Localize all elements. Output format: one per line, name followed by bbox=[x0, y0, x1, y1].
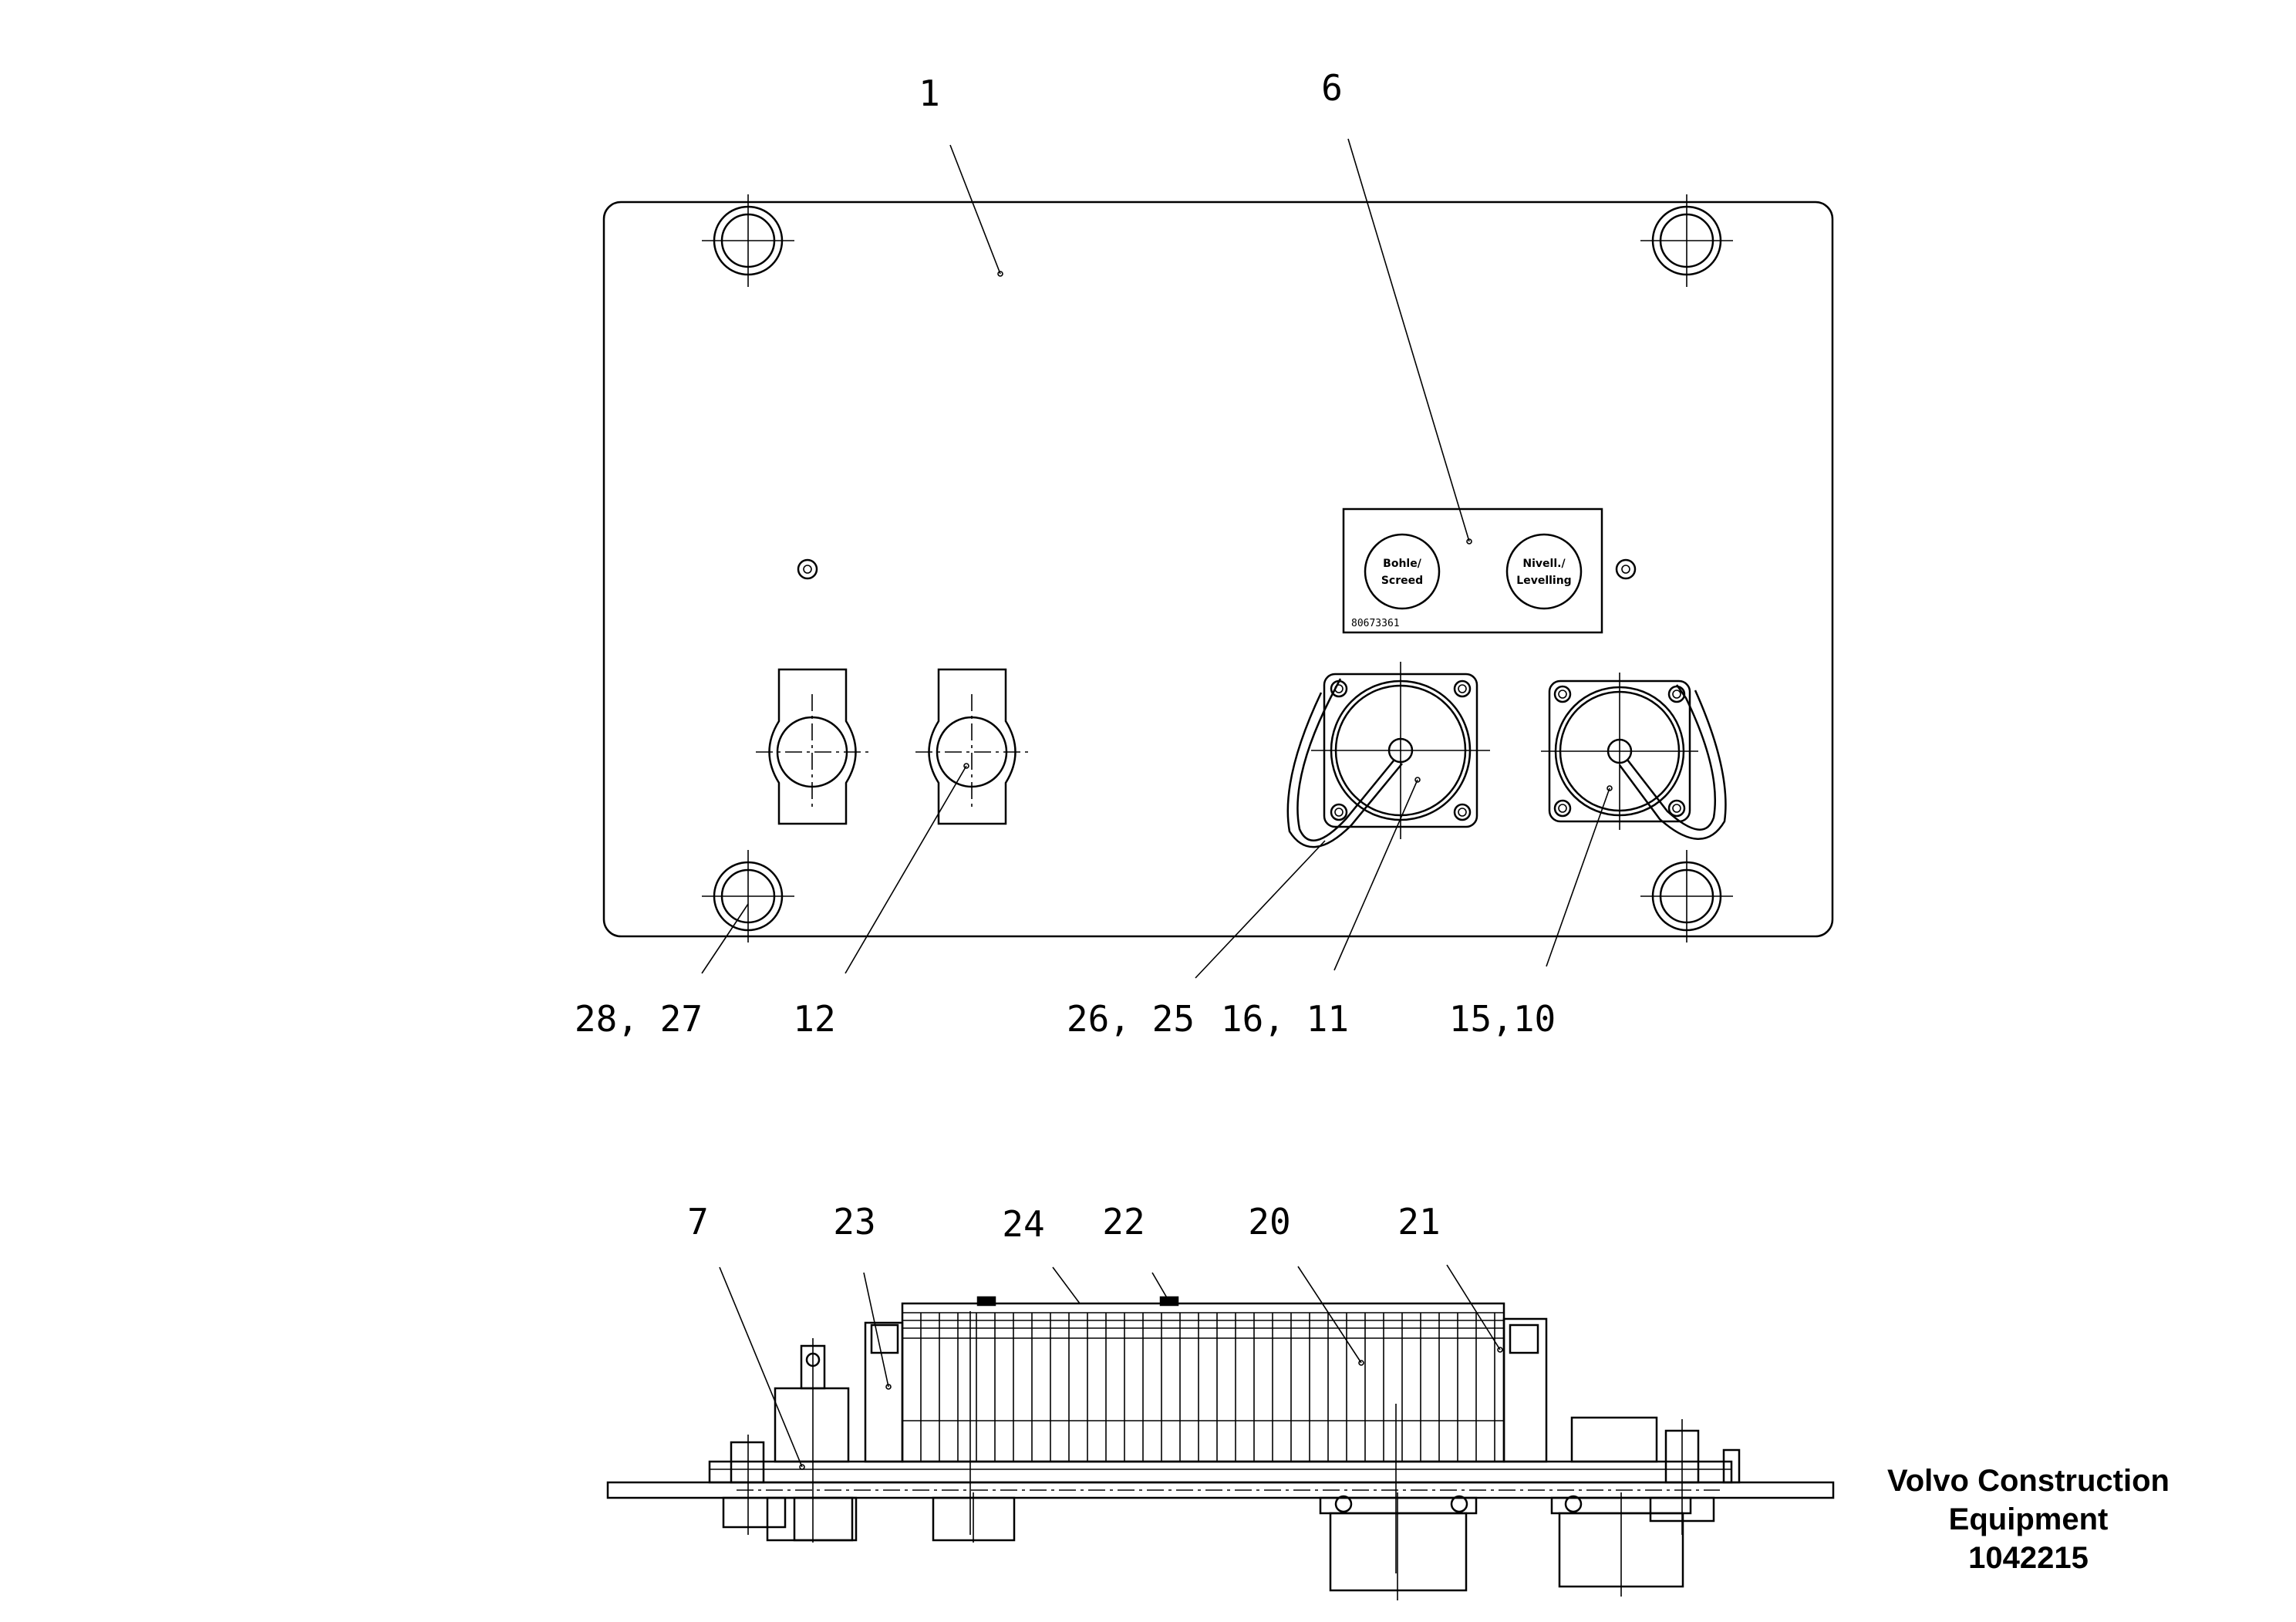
mounting-hole-top-right bbox=[1640, 194, 1733, 287]
side-rotary-switch bbox=[932, 1492, 1016, 1543]
mounting-hole-bottom-left bbox=[702, 850, 794, 943]
relay-component bbox=[766, 1338, 858, 1543]
callout-26-25: 26, 25 bbox=[1067, 998, 1195, 1040]
switch-plate: Bohle/ Screed Nivell./ Levelling 8067336… bbox=[1342, 508, 1603, 634]
caption-drawing-number: 1042215 bbox=[1968, 1541, 2089, 1575]
levelling-switch-label-1: Nivell./ bbox=[1522, 558, 1566, 570]
callout-28-27: 28, 27 bbox=[575, 998, 703, 1040]
screed-switch bbox=[1364, 533, 1441, 610]
callout-12: 12 bbox=[793, 998, 835, 1040]
rotary-switch-left bbox=[756, 668, 868, 825]
callout-23: 23 bbox=[833, 1201, 875, 1243]
mounting-hole-top-left bbox=[702, 194, 794, 287]
caption-equipment: Equipment bbox=[1948, 1502, 2109, 1536]
screed-switch-label-1: Bohle/ bbox=[1383, 558, 1422, 570]
callout-7: 7 bbox=[687, 1201, 709, 1243]
levelling-switch bbox=[1505, 533, 1583, 610]
side-bolt-left bbox=[722, 1435, 787, 1535]
callout-20: 20 bbox=[1248, 1201, 1290, 1243]
callout-24: 24 bbox=[1002, 1203, 1044, 1245]
mounting-hole-bottom-right bbox=[1640, 850, 1733, 943]
screed-switch-label-2: Screed bbox=[1381, 575, 1423, 587]
leader-lines-side bbox=[719, 1264, 1501, 1468]
rotary-switch-right bbox=[915, 668, 1028, 825]
levelling-switch-label-2: Levelling bbox=[1516, 575, 1571, 587]
switch-plate-part-number: 80673361 bbox=[1351, 618, 1400, 629]
small-screw-right bbox=[1615, 558, 1637, 580]
callout-6: 6 bbox=[1321, 67, 1343, 109]
side-connector-left bbox=[1319, 1492, 1478, 1600]
connector-socket-left bbox=[1286, 662, 1490, 848]
callout-1: 1 bbox=[919, 73, 940, 114]
terminal-dividers bbox=[920, 1313, 1495, 1462]
top-view: Bohle/ Screed Nivell./ Levelling 8067336… bbox=[575, 67, 1834, 1040]
side-bolt-right bbox=[1649, 1419, 1741, 1535]
callout-15-10: 15,10 bbox=[1449, 998, 1556, 1040]
callout-21: 21 bbox=[1397, 1201, 1440, 1243]
callout-16-11: 16, 11 bbox=[1221, 998, 1349, 1040]
leader-lines-top bbox=[701, 138, 1610, 979]
panel-plate bbox=[602, 201, 1834, 938]
connector-socket-right bbox=[1541, 673, 1727, 840]
caption-company: Volvo Construction bbox=[1887, 1464, 2170, 1498]
small-screw-left bbox=[797, 558, 818, 580]
drawing-caption: Volvo Construction Equipment 1042215 bbox=[1851, 1462, 2206, 1577]
side-connector-right bbox=[1550, 1416, 1692, 1597]
terminal-block bbox=[864, 1296, 1548, 1573]
callout-22: 22 bbox=[1102, 1201, 1145, 1243]
side-view: 7 23 24 22 20 21 bbox=[606, 1201, 1835, 1600]
